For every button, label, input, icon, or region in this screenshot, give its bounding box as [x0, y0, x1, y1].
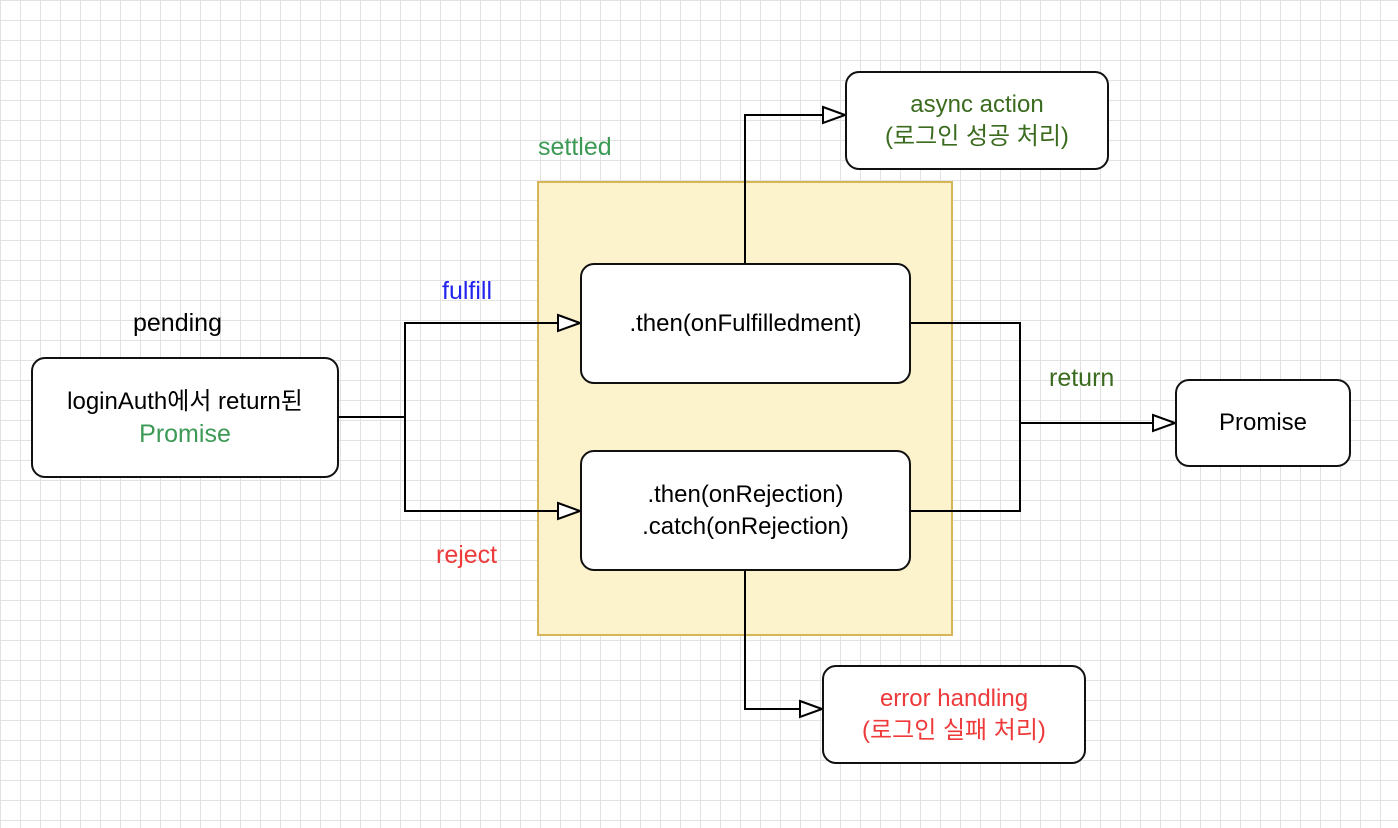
then-fulfilled-node: .then(onFulfilledment) [580, 263, 911, 384]
settled-label: settled [538, 133, 612, 161]
error-handling-line2: (로그인 실패 처리) [862, 716, 1046, 744]
result-promise-text: Promise [1218, 409, 1308, 436]
pending-label: pending [133, 309, 222, 337]
async-action-node: async action (로그인 성공 처리) [845, 71, 1109, 170]
async-action-line1: async action [910, 90, 1044, 118]
then-rejection-node: .then(onRejection) .catch(onRejection) [580, 450, 911, 571]
return-label: return [1049, 364, 1115, 392]
edge-fulfill [339, 323, 580, 418]
reject-label: reject [436, 541, 498, 569]
edge-return-from-then [911, 322, 1021, 512]
then-fulfilled-text: .then(onFulfilledment) [629, 309, 862, 337]
result-promise-node: Promise [1175, 379, 1351, 467]
error-handling-line1: error handling [879, 684, 1029, 712]
then-rejection-line1: .then(onRejection) [647, 480, 844, 508]
error-handling-node: error handling (로그인 실패 처리) [822, 665, 1086, 764]
source-promise-node: loginAuth에서 return된 Promise [31, 357, 339, 478]
source-line2: Promise [139, 419, 231, 448]
source-line1: loginAuth에서 return된 [67, 387, 303, 415]
async-action-line2: (로그인 성공 처리) [885, 122, 1069, 150]
fulfill-label: fulfill [442, 277, 493, 305]
edge-error-handling [744, 571, 822, 709]
edge-reject [404, 417, 580, 511]
edge-async-action [744, 115, 845, 263]
then-rejection-line2: .catch(onRejection) [642, 512, 849, 540]
